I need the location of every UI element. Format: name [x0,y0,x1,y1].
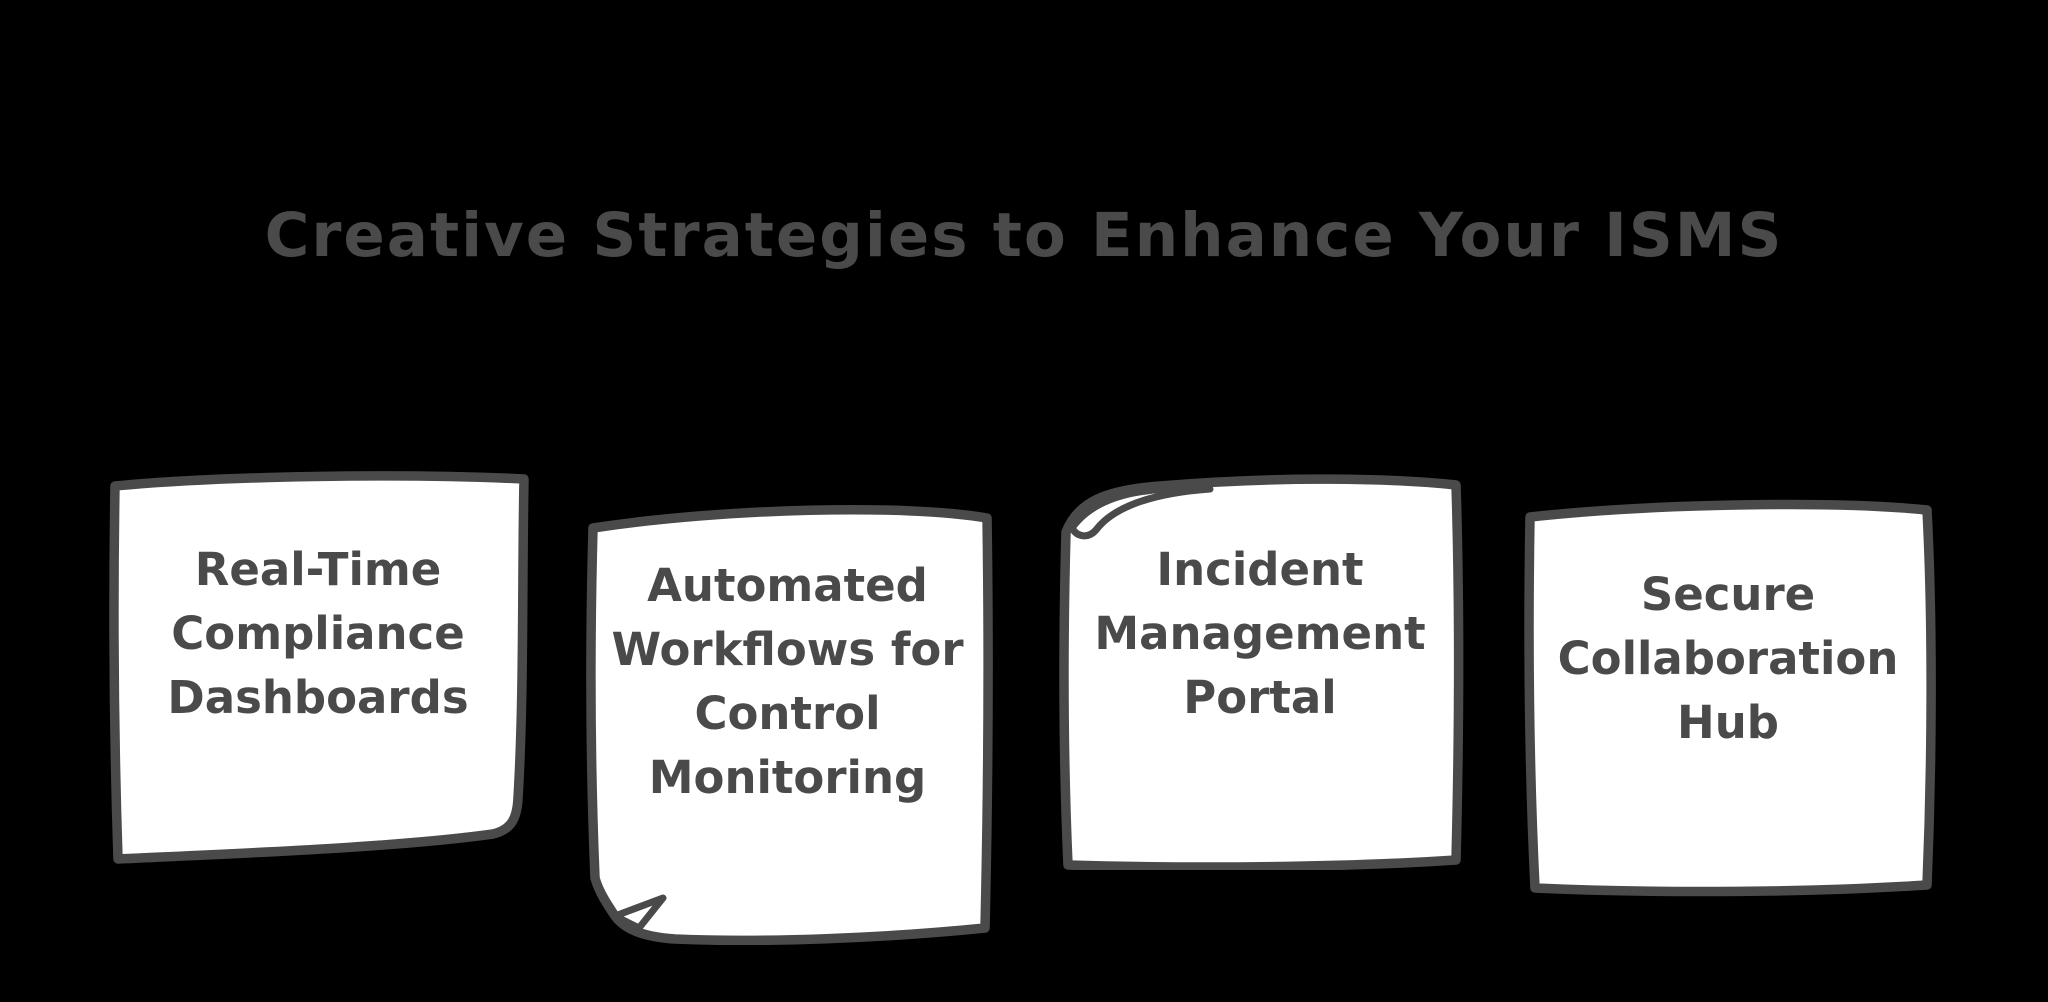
note-line: Dashboards [167,671,469,724]
note-line: Hub [1677,696,1779,749]
sticky-note-shape-icon [1059,474,1464,870]
sticky-note-real-time-compliance-dashboards: Real-Time Compliance Dashboards [103,468,533,868]
sticky-note-shape-icon [586,504,993,945]
note-line: Control [694,687,881,740]
sticky-note-shape-icon [1524,499,1936,897]
sticky-note-shape-icon [109,471,529,864]
sticky-note-incident-management-portal: Incident Management Portal [1050,472,1470,870]
note-line: Automated [647,559,928,612]
note-line: Monitoring [648,751,927,804]
note-line: Collaboration [1557,632,1899,685]
note-line: Real-Time [194,543,442,596]
note-line: Workflows for [611,623,964,676]
sticky-note-label: Automated Workflows for Control Monitori… [575,554,1000,810]
sticky-note-secure-collaboration-hub: Secure Collaboration Hub [1518,495,1938,900]
note-line: Management [1094,607,1426,660]
note-line: Incident [1156,543,1364,596]
sticky-note-label: Real-Time Compliance Dashboards [103,538,533,730]
note-line: Compliance [171,607,465,660]
note-line: Portal [1183,671,1337,724]
sticky-note-label: Incident Management Portal [1050,538,1470,730]
diagram-title: Creative Strategies to Enhance Your ISMS [264,200,1784,271]
note-line: Secure [1640,568,1816,621]
sticky-note-label: Secure Collaboration Hub [1518,563,1938,755]
sticky-note-automated-workflows: Automated Workflows for Control Monitori… [575,498,1000,945]
